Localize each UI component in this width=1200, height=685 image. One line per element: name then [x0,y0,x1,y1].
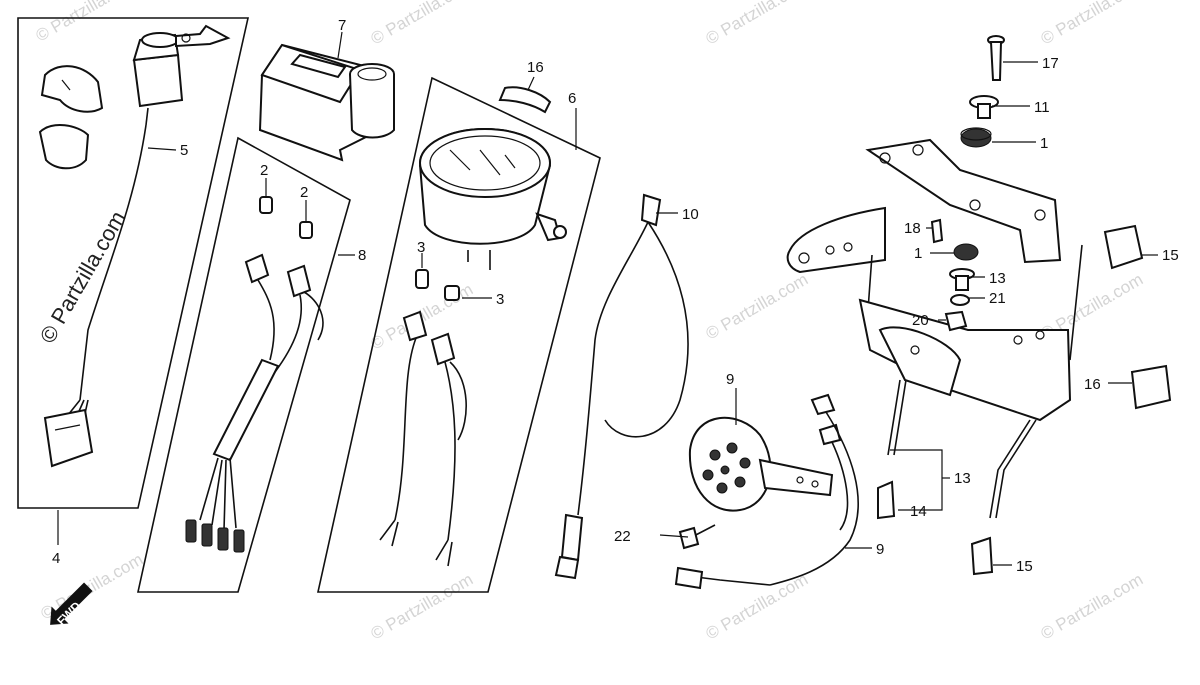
collar [877,480,896,520]
watermark: © Partzilla.com [703,270,812,344]
callout-4: 4 [52,550,60,567]
nut [944,310,968,332]
collar [970,536,994,576]
watermark: © Partzilla.com [703,570,812,644]
bulb-socket [415,269,429,289]
callout-13: 11 [1034,99,1050,116]
callout-11: 10 [682,206,699,223]
meter-bracket [786,138,1083,519]
callout-9-label: 9 [876,541,884,558]
watermark: © Partzilla.com [33,0,142,45]
group-box-meter [317,76,601,593]
callout-1: 1 [914,245,922,262]
watermark: © Partzilla.com [368,570,477,644]
callout-3: 3 [417,239,425,256]
callout-8: 8 [358,247,366,264]
callout-labels: 4 5 7 6 16 2 2 8 3 3 10 9 9 9 22 17 11 1… [52,17,1179,575]
callout-16: 15 [1162,247,1179,264]
meter-case [258,43,395,162]
bulb-socket [444,285,460,301]
meter-wires [379,310,467,567]
callout-14: 13 [954,470,971,487]
callout-16: 16 [1084,376,1101,393]
group-box-harness [137,136,351,593]
cushion [1130,364,1172,410]
callout-15: 15 [1016,558,1033,575]
speedometer [419,86,567,270]
watermark: © Partzilla.com [1038,570,1147,644]
callout-19: 18 [904,220,921,237]
callout-2: 2 [260,162,268,179]
bolt [987,35,1005,81]
horn-wire [674,393,859,590]
watermark: © Partzilla.com [368,0,477,48]
callout-22: 22 [614,528,631,545]
watermark: © Partzilla.com [1038,0,1147,48]
indicator-harness [185,253,324,553]
collar [949,268,975,291]
callout-2: 2 [300,184,308,201]
callout-20: 20 [912,312,929,329]
callout-10: 9 [726,371,734,388]
callout-3: 3 [496,291,504,308]
watermark-large: © Partzilla.com [35,207,131,348]
ignition-switch [38,24,231,468]
grommet [953,243,979,261]
callout-7: 7 [338,17,346,34]
callout-6: 6 [568,90,576,107]
grommet [960,127,992,148]
callout-5: 5 [180,142,188,159]
bolt [930,218,944,244]
collar [969,95,999,119]
callout-18: 17 [1042,55,1059,72]
callout-17: 16 [527,59,544,76]
arrow-down-left-icon [50,582,93,625]
callout-1: 1 [1040,135,1048,152]
speedometer-cable [554,193,689,580]
group-box-ignition [17,17,249,509]
leader-lines [57,31,1158,566]
callout-13: 13 [989,270,1006,287]
callout-21: 21 [989,290,1006,307]
watermark: © Partzilla.com [703,0,812,48]
washer [950,294,970,306]
bulb-socket [259,196,313,239]
callout-15: 14 [910,503,927,520]
bolt [678,524,716,550]
cushion [1103,224,1144,270]
horn [688,416,834,512]
